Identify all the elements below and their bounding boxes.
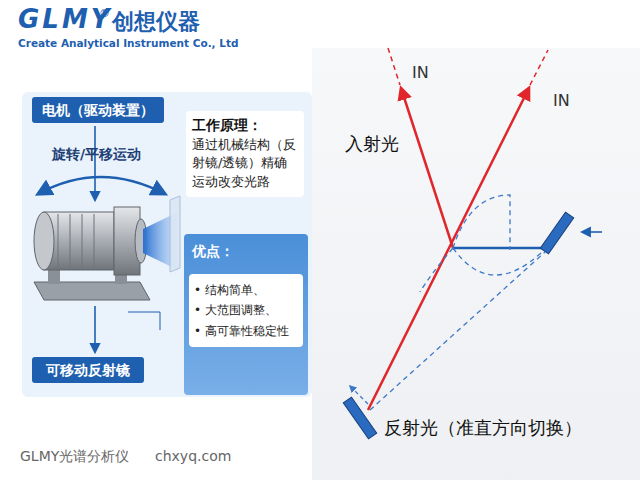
component-box: 电机（驱动装置）	[32, 97, 164, 123]
component-box: 可移动反射镜	[32, 357, 144, 383]
node-text: 可移动反射镜	[46, 361, 130, 379]
footer-text: GLMY光谱分析仪	[20, 448, 129, 466]
node-text: 通过机械结构（反射镜/透镜）精确运动改变光路	[192, 136, 298, 193]
node-text: 电机（驱动装置）	[42, 101, 154, 119]
footer-text: chxyq.com	[155, 448, 231, 464]
incident-label: 入射光	[345, 132, 399, 156]
node-text: 优点：	[192, 242, 300, 260]
motion-label: 旋转/平移运动	[52, 146, 141, 164]
node-text: • 高可靠性稳定性	[194, 321, 298, 341]
brand-name: 创想仪器	[112, 7, 200, 37]
reflected-label: 反射光（准直方向切换）	[384, 416, 582, 440]
advantage-list: • 结构简单、• 大范围调整、• 高可靠性稳定性	[189, 274, 303, 347]
brand-logo: GLMY	[18, 4, 113, 34]
node-text: • 大范围调整、	[194, 300, 298, 320]
normal-label: IN	[412, 63, 429, 82]
advantage-panel: 优点： • 结构简单、• 大范围调整、• 高可靠性稳定性	[184, 234, 308, 395]
registered-mark: ®	[99, 7, 110, 20]
node-text: 工作原理：	[192, 116, 298, 136]
principle-card: 工作原理：通过机械结构（反射镜/透镜）精确运动改变光路	[186, 111, 304, 197]
node-text: • 结构简单、	[194, 280, 298, 300]
normal-label: IN	[553, 91, 570, 110]
company-name: Create Analytical Instrument Co., Ltd	[18, 37, 239, 49]
